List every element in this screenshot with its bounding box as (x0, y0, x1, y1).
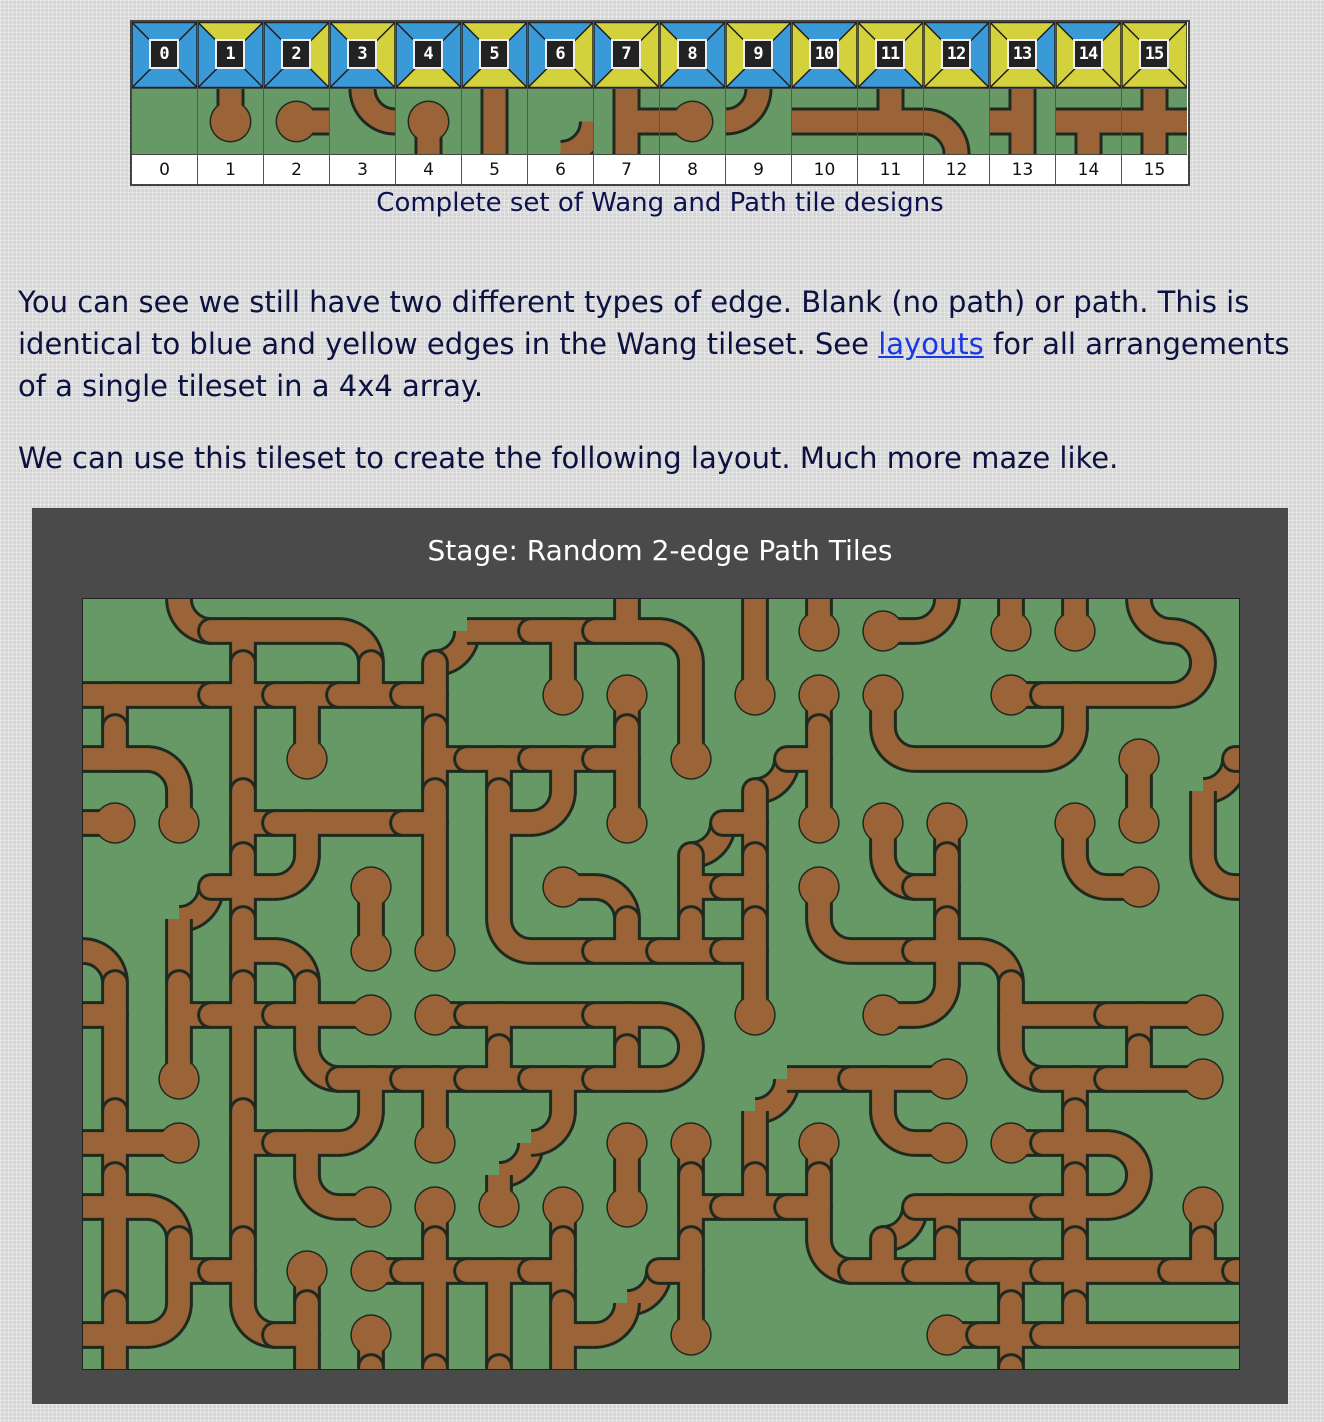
wang-tile: 7 (594, 22, 659, 88)
wang-tile-number: 15 (1139, 39, 1169, 69)
wang-tile: 5 (462, 22, 527, 88)
wang-tile-number: 0 (149, 39, 179, 69)
tile-column: 14 14 (1056, 22, 1122, 184)
wang-tile-number: 5 (479, 39, 509, 69)
tile-index-label: 13 (990, 154, 1055, 184)
tile-index-label: 14 (1056, 154, 1121, 184)
wang-tile-number: 3 (347, 39, 377, 69)
tile-column: 12 12 (924, 22, 990, 184)
figure-caption: Complete set of Wang and Path tile desig… (376, 188, 944, 218)
layouts-link[interactable]: layouts (878, 327, 984, 361)
wang-tile: 15 (1122, 22, 1187, 88)
wang-tile-number: 9 (743, 39, 773, 69)
wang-tile-number: 4 (413, 39, 443, 69)
tile-index-label: 7 (594, 154, 659, 184)
tile-column: 13 13 (990, 22, 1056, 184)
wang-tile: 3 (330, 22, 395, 88)
wang-tile: 0 (132, 22, 197, 88)
tile-index-label: 4 (396, 154, 461, 184)
maze-canvas (82, 598, 1240, 1370)
path-tile (924, 88, 989, 154)
maze-layout (83, 599, 1239, 1369)
maze-tiles (83, 599, 1239, 1369)
wang-tile: 13 (990, 22, 1055, 88)
wang-tile-number: 8 (677, 39, 707, 69)
path-tile (660, 88, 725, 154)
tile-column: 11 11 (858, 22, 924, 184)
path-tile (396, 88, 461, 154)
tile-index-label: 15 (1122, 154, 1187, 184)
layout-intro-paragraph: We can use this tileset to create the fo… (18, 441, 1119, 475)
tile-index-label: 2 (264, 154, 329, 184)
paragraph-text-after-link: for all arrangements of a single tileset… (18, 327, 1290, 403)
tile-index-label: 8 (660, 154, 725, 184)
wang-tile: 4 (396, 22, 461, 88)
wang-tile: 8 (660, 22, 725, 88)
path-tile (132, 88, 197, 154)
wang-tile-number: 14 (1073, 39, 1103, 69)
wang-tile-number: 13 (1007, 39, 1037, 69)
path-tile (264, 88, 329, 154)
path-tile (1056, 88, 1121, 154)
tile-index-label: 3 (330, 154, 395, 184)
path-tile (1122, 88, 1187, 154)
wang-tile-number: 12 (941, 39, 971, 69)
wang-tile: 12 (924, 22, 989, 88)
tile-column: 10 10 (792, 22, 858, 184)
path-tile (198, 88, 263, 154)
tile-index-label: 5 (462, 154, 527, 184)
wang-tile: 9 (726, 22, 791, 88)
tile-index-label: 9 (726, 154, 791, 184)
paragraph-text-before-link: You can see we still have two different … (18, 285, 1250, 361)
path-tile (330, 88, 395, 154)
path-tile (726, 88, 791, 154)
stage-title: Stage: Random 2-edge Path Tiles (427, 534, 893, 567)
wang-tile-number: 6 (545, 39, 575, 69)
tile-index-label: 1 (198, 154, 263, 184)
tile-index-label: 11 (858, 154, 923, 184)
path-tile (990, 88, 1055, 154)
tile-index-label: 10 (792, 154, 857, 184)
wang-tile-number: 11 (875, 39, 905, 69)
wang-tile: 6 (528, 22, 593, 88)
stage-panel: Stage: Random 2-edge Path Tiles (32, 508, 1288, 1404)
wang-tile: 11 (858, 22, 923, 88)
wang-tile: 10 (792, 22, 857, 88)
wang-tile-number: 10 (809, 39, 839, 69)
tile-index-label: 0 (132, 154, 197, 184)
wang-tile-number: 7 (611, 39, 641, 69)
path-tile (792, 88, 857, 154)
tile-index-label: 12 (924, 154, 989, 184)
path-tile (528, 88, 593, 154)
wang-tile: 1 (198, 22, 263, 88)
path-tile (858, 88, 923, 154)
explanation-paragraph: You can see we still have two different … (18, 281, 1298, 407)
wang-tile-number: 2 (281, 39, 311, 69)
tile-index-label: 6 (528, 154, 593, 184)
wang-tile-number: 1 (215, 39, 245, 69)
wang-tile: 14 (1056, 22, 1121, 88)
path-tile (594, 88, 659, 154)
wang-tile: 2 (264, 22, 329, 88)
path-tile (462, 88, 527, 154)
